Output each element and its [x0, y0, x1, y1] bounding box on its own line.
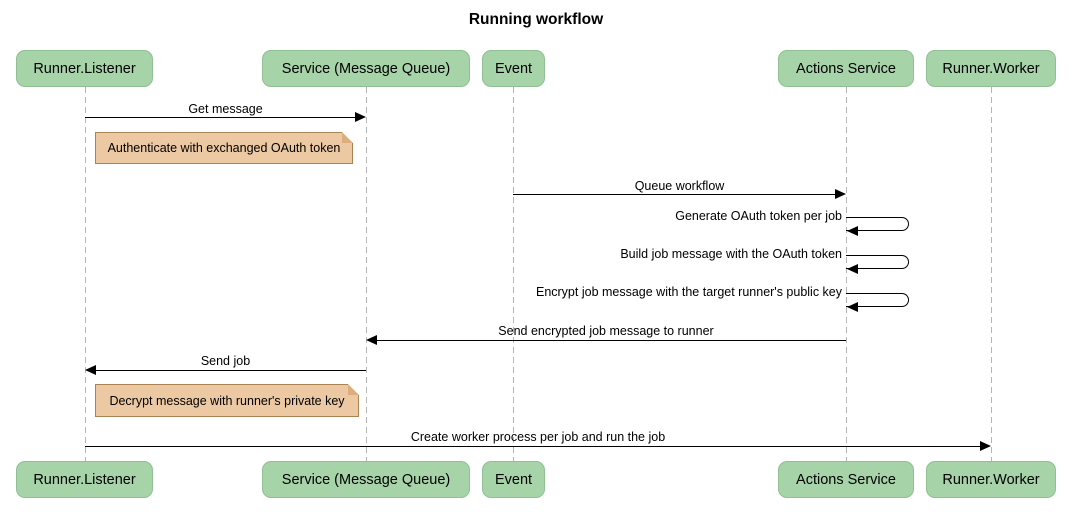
note-authenticate-text: Authenticate with exchanged OAuth token: [107, 141, 341, 155]
message-encrypt-job-message-label: Encrypt job message with the target runn…: [535, 285, 842, 299]
message-generate-oauth-token-self-loop: [846, 217, 909, 231]
message-encrypt-job-message-arrowhead-icon: [847, 302, 858, 312]
message-build-job-message-label: Build job message with the OAuth token: [620, 247, 842, 261]
lifeline-runner-worker: [991, 87, 992, 461]
message-generate-oauth-token-arrowhead-icon: [847, 226, 858, 236]
lifeline-service-message-queue: [366, 87, 367, 461]
message-build-job-message-self-loop: [846, 255, 909, 269]
message-encrypt-job-message-self-loop: [846, 293, 909, 307]
message-queue-workflow-line: [513, 194, 837, 195]
actor-top-event: Event: [482, 50, 545, 87]
note-fold-icon: [342, 132, 353, 143]
actor-top-runner-worker: Runner.Worker: [926, 50, 1056, 87]
message-create-worker-arrowhead-icon: [980, 441, 991, 451]
actor-top-actions-service: Actions Service: [778, 50, 914, 87]
message-send-job-arrowhead-icon: [85, 365, 96, 375]
message-queue-workflow-label: Queue workflow: [634, 179, 725, 193]
actor-bottom-runner-listener: Runner.Listener: [16, 461, 153, 498]
note-authenticate: Authenticate with exchanged OAuth token: [95, 132, 353, 164]
diagram-title: Running workflow: [468, 11, 604, 28]
lifeline-event: [513, 87, 514, 461]
message-create-worker-line: [85, 446, 980, 447]
message-send-encrypted-job-label: Send encrypted job message to runner: [498, 324, 714, 338]
message-build-job-message-arrowhead-icon: [847, 264, 858, 274]
lifeline-actions-service: [846, 87, 847, 461]
note-decrypt-text: Decrypt message with runner's private ke…: [109, 393, 345, 408]
actor-bottom-runner-worker: Runner.Worker: [926, 461, 1056, 498]
actor-top-runner-listener: Runner.Listener: [16, 50, 153, 87]
message-send-encrypted-job-line: [377, 340, 846, 341]
actor-top-service-message-queue: Service (Message Queue): [262, 50, 470, 87]
actor-bottom-service-message-queue: Service (Message Queue): [262, 461, 470, 498]
message-create-worker-label: Create worker process per job and run th…: [410, 430, 666, 444]
message-send-job-line: [96, 370, 366, 371]
message-get-message-arrowhead-icon: [355, 112, 366, 122]
message-queue-workflow-arrowhead-icon: [835, 189, 846, 199]
message-get-message-label: Get message: [188, 102, 263, 116]
actor-bottom-actions-service: Actions Service: [778, 461, 914, 498]
note-fold-icon: [348, 384, 359, 395]
lifeline-runner-listener: [85, 87, 86, 461]
message-send-job-label: Send job: [200, 354, 251, 368]
message-send-encrypted-job-arrowhead-icon: [366, 335, 377, 345]
message-generate-oauth-token-label: Generate OAuth token per job: [675, 209, 842, 223]
note-decrypt: Decrypt message with runner's private ke…: [95, 384, 359, 417]
message-get-message-line: [85, 117, 357, 118]
actor-bottom-event: Event: [482, 461, 545, 498]
